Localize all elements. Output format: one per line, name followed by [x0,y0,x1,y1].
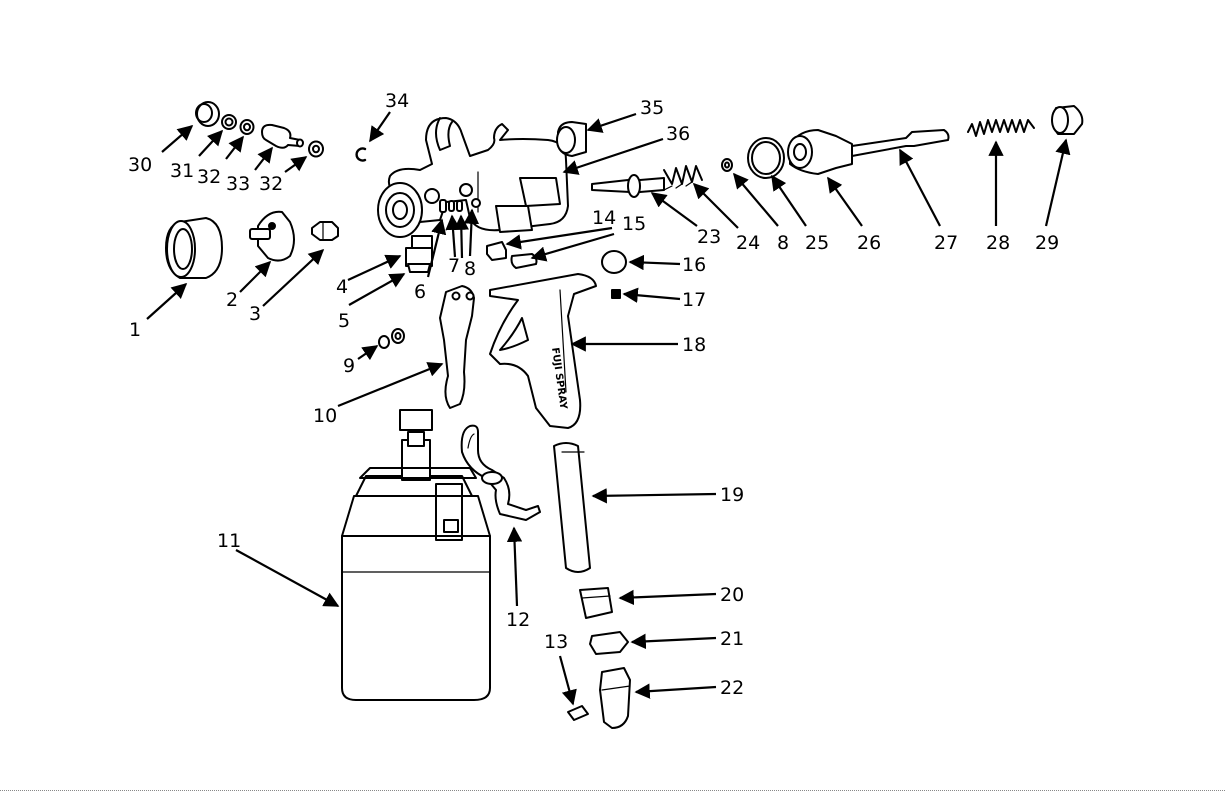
callout-10: 10 [313,405,337,427]
part-32-washer-b [309,142,323,157]
callout-5: 5 [338,310,350,332]
callout-12: 12 [506,609,530,631]
callout-14: 14 [592,207,616,229]
callout-30: 30 [128,154,152,176]
part-29-end-cap [1052,106,1082,134]
callout-8-a: 8 [464,258,476,280]
part-26-valve [788,130,852,174]
callout-18: 18 [682,334,706,356]
part-25-o-ring [748,138,784,178]
callout-23: 23 [697,226,721,248]
part-5-fitting [408,264,430,272]
callout-35: 35 [640,97,664,119]
callout-7: 7 [448,255,460,277]
callout-34: 34 [385,90,409,112]
callout-28: 28 [986,232,1010,254]
part-11-paint-cup [342,410,490,700]
callout-32-a: 32 [197,166,221,188]
part-16-cap [602,251,626,273]
part-21-nut [590,632,628,654]
part-35-cap [557,122,586,156]
part-8-washer [722,159,732,171]
part-32-washer-a [241,120,254,134]
part-34-c-clip [357,149,365,161]
part-14-sleeve [487,242,506,260]
part-30-cap [196,102,219,126]
callout-4: 4 [336,276,348,298]
part-17-set-screw [612,290,620,298]
part-31-ring [222,115,236,129]
part-9-washers [379,329,404,348]
callout-36: 36 [666,123,690,145]
callout-1: 1 [129,319,141,341]
callout-20: 20 [720,584,744,606]
part-28-spring [968,120,1034,136]
callout-22: 22 [720,677,744,699]
part-22-inlet-fitting [600,668,630,728]
part-19-extension-tube [554,443,590,572]
callout-25: 25 [805,232,829,254]
callout-16: 16 [682,254,706,276]
callout-9: 9 [343,355,355,377]
part-3-fluid-nozzle [312,222,338,240]
bottom-border [0,790,1225,791]
callout-2: 2 [226,289,238,311]
callout-29: 29 [1035,232,1059,254]
part-2-air-cap [250,212,294,261]
part-15-pin [512,254,537,268]
part-13-tip [568,706,588,720]
callout-32-b: 32 [259,173,283,195]
callout-15: 15 [622,213,646,235]
part-20-adapter [580,588,612,618]
part-33-elbow-fitting [262,125,303,148]
callout-24: 24 [736,232,760,254]
callout-8-b: 8 [777,232,789,254]
callout-13: 13 [544,631,568,653]
callout-21: 21 [720,628,744,650]
callout-6: 6 [414,281,426,303]
callout-11: 11 [217,530,241,552]
part-1-retaining-ring [166,218,222,278]
callout-19: 19 [720,484,744,506]
part-18-handle: FUJI SPRAY [490,274,596,428]
part-10-trigger [440,286,474,408]
callout-27: 27 [934,232,958,254]
callout-26: 26 [857,232,881,254]
part-36-gun-body [378,118,568,256]
leader-lines [147,112,1066,704]
callout-31: 31 [170,160,194,182]
callout-3: 3 [249,303,261,325]
callout-17: 17 [682,289,706,311]
callout-33: 33 [226,173,250,195]
